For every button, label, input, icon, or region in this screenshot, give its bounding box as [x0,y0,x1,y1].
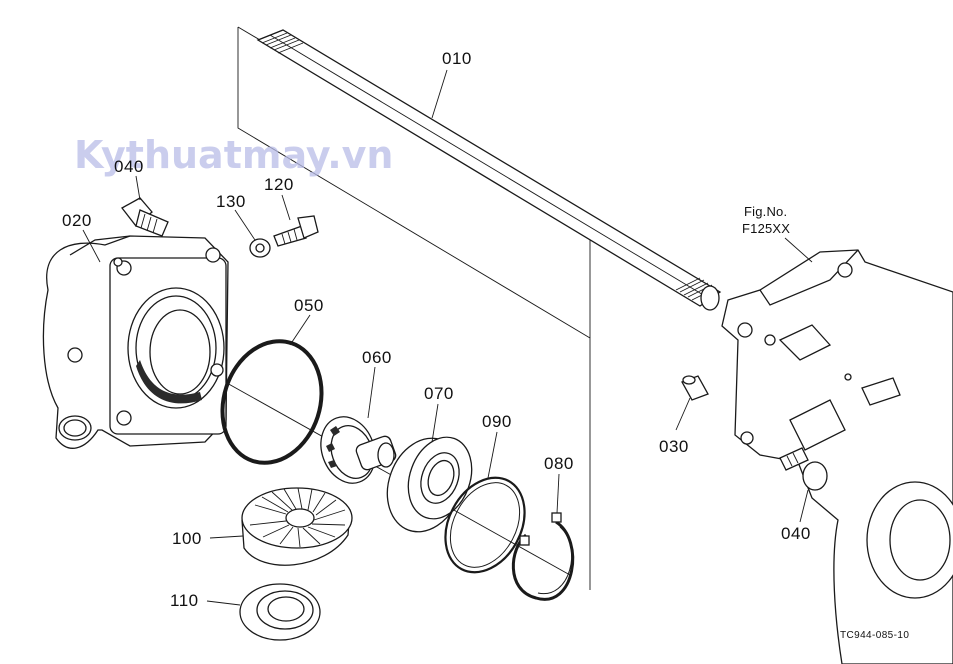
bearing-070 [386,436,473,533]
plug-040-left [121,197,169,237]
housing-020 [42,235,229,449]
figure-number-label: Fig.No. [744,204,788,219]
callout-080: 080 [544,454,574,473]
shaft-010 [256,29,722,311]
callout-010: 010 [442,49,472,68]
pinion-gear-060 [320,416,397,484]
callout-060: 060 [362,348,392,367]
callout-050: 050 [294,296,324,315]
callout-020: 020 [62,211,92,230]
ring-090 [444,476,526,574]
watermark-text: Kythuatmay.vn [74,133,394,177]
pin-030 [681,375,709,401]
callout-120: 120 [264,175,294,194]
leader-lines [82,69,813,606]
bevel-gear-100 [241,487,353,566]
oil-seal-110 [239,583,321,641]
circlip-080 [511,512,575,601]
transmission-case [721,249,953,664]
drawing-code: TC944-085-10 [840,630,910,641]
callout-040-left: 040 [114,157,144,176]
callout-040-right: 040 [781,524,811,543]
figure-number-code: F125XX [742,221,791,236]
callout-070: 070 [424,384,454,403]
callout-130: 130 [216,192,246,211]
plug-040-right [779,447,828,491]
nut-130 [249,238,271,258]
callout-100: 100 [172,529,202,548]
callout-090: 090 [482,412,512,431]
callout-110: 110 [170,591,199,610]
bolt-120 [273,215,319,247]
callout-030: 030 [659,437,689,456]
